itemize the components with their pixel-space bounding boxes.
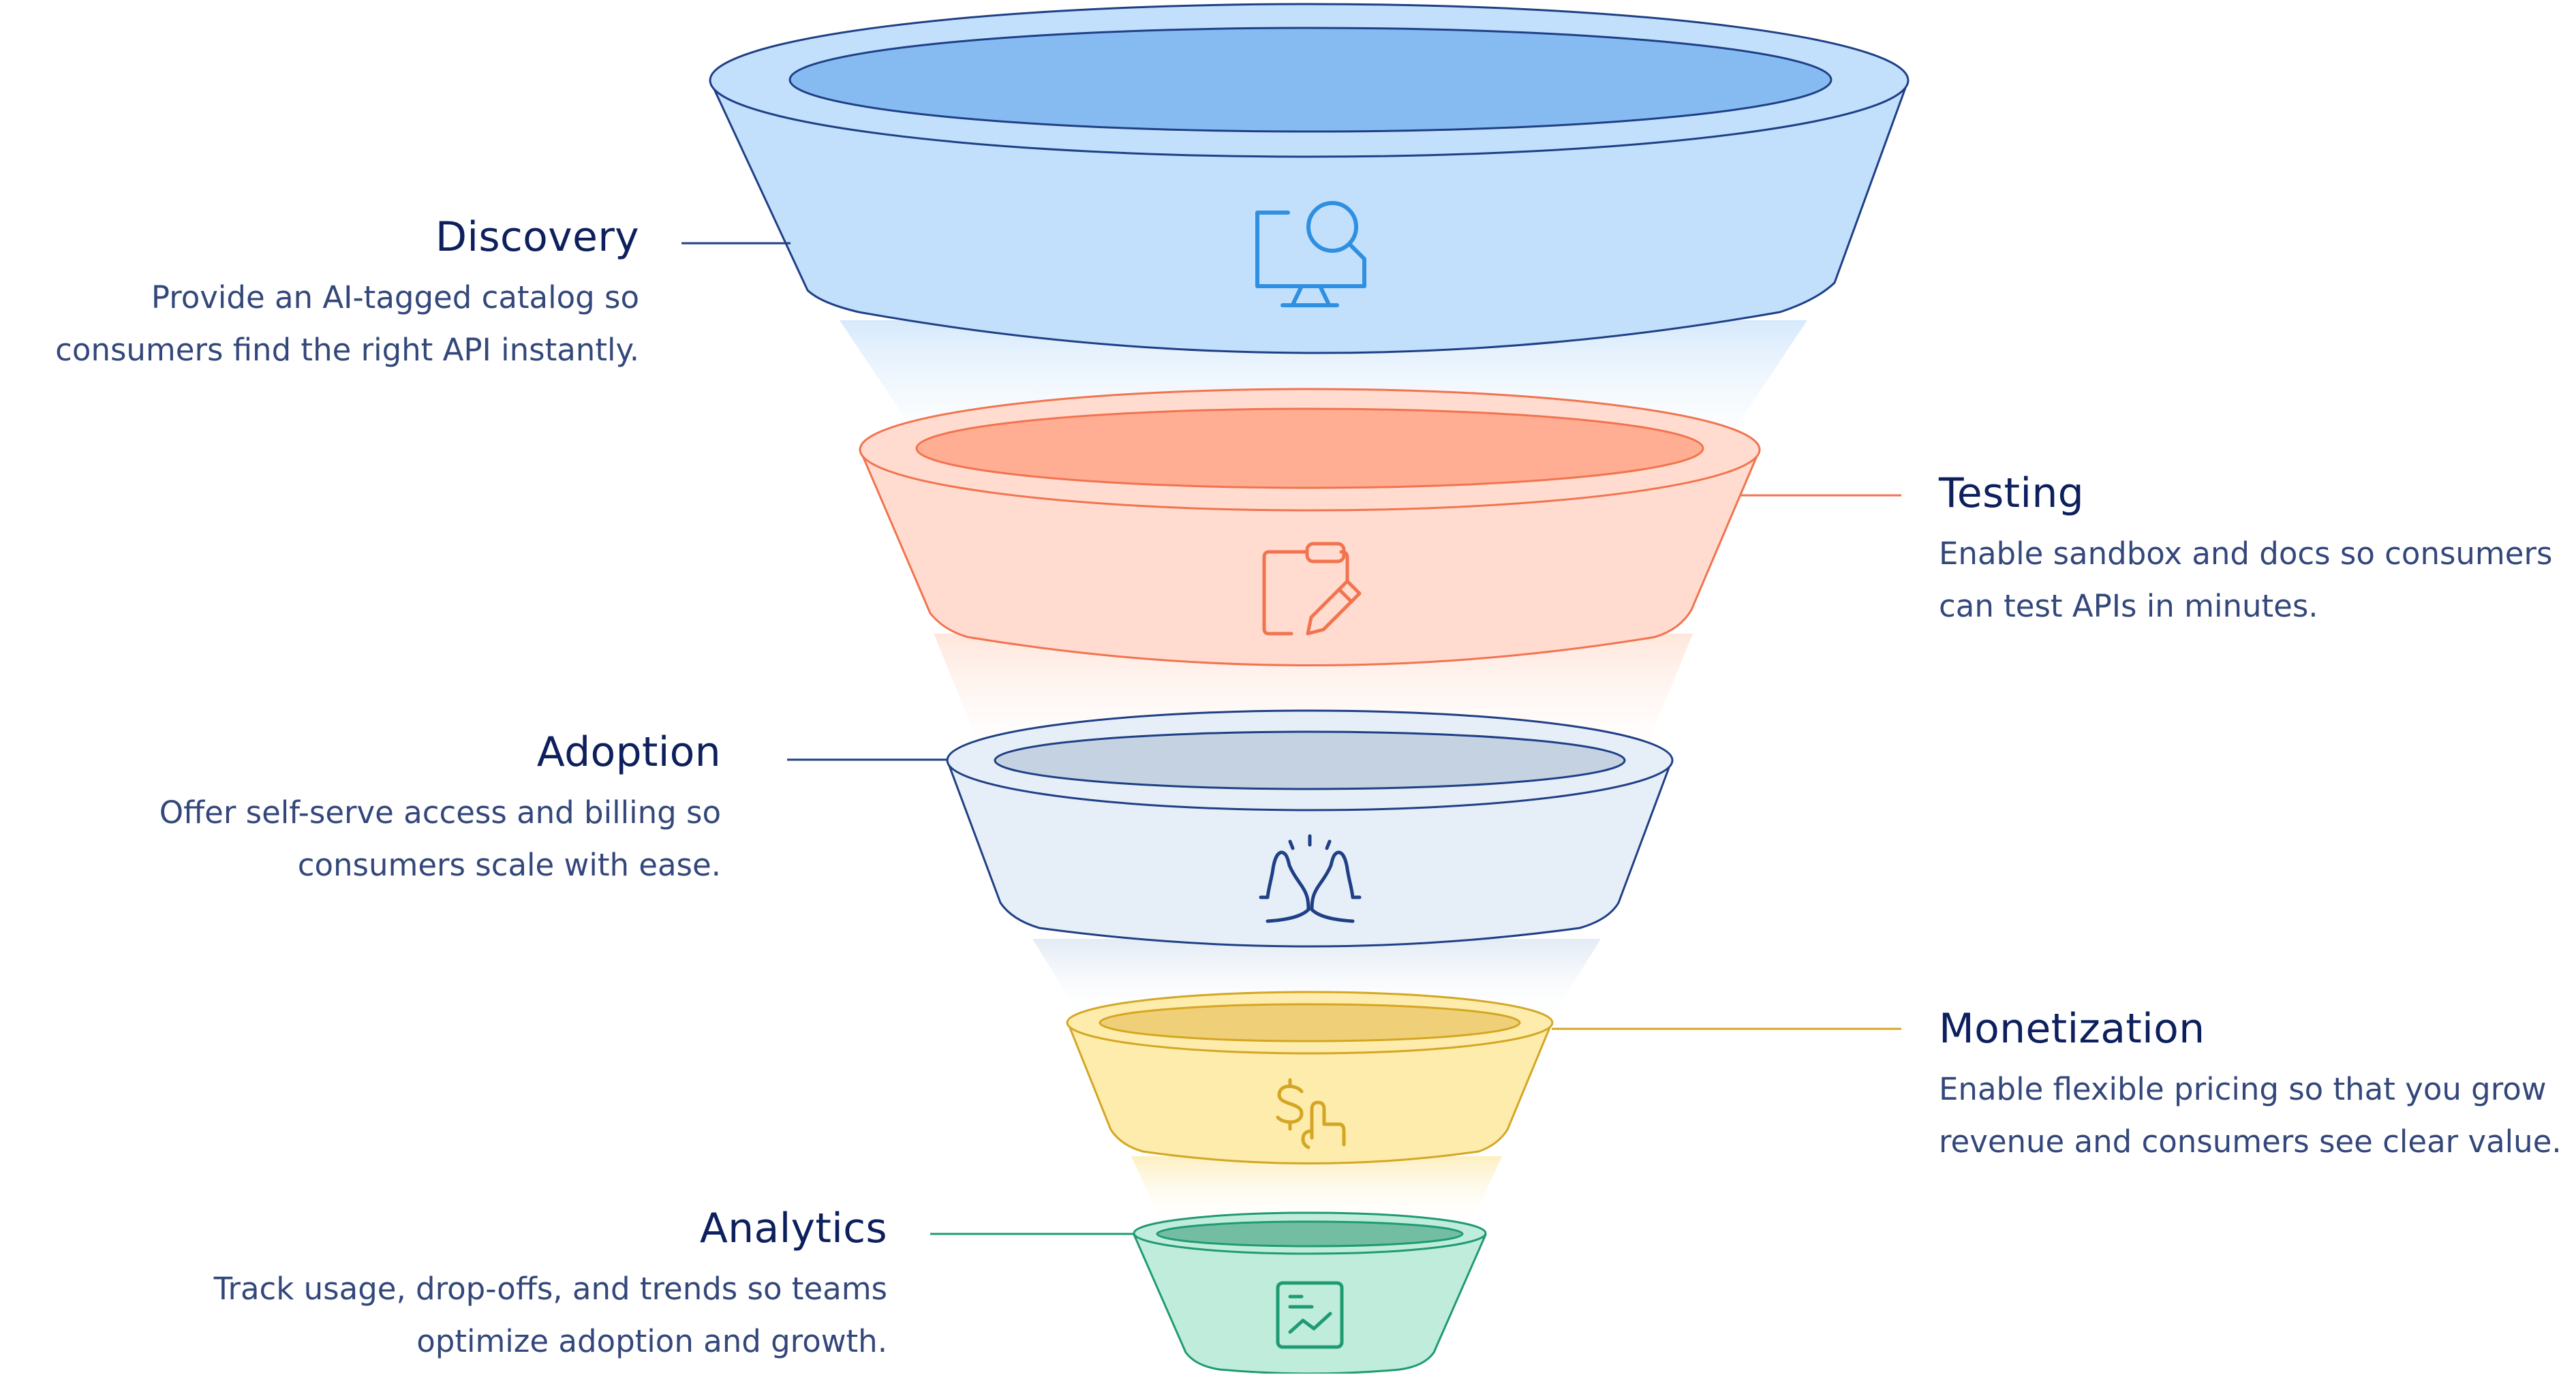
bowl-monetization-body: [1067, 1021, 1553, 1164]
bowl-analytics: [1133, 1211, 1487, 1375]
bowl-adoption: [946, 709, 1674, 948]
dollar-tap-icon: [1276, 1078, 1346, 1149]
stage-description-adoption: Offer self-serve access and billing so c…: [159, 794, 721, 883]
bowl-testing: [859, 388, 1761, 666]
monitor-search-icon: [1255, 201, 1366, 307]
bowl-analytics-body: [1133, 1233, 1487, 1375]
bowl-monetization: [1066, 991, 1554, 1164]
stage-label-testing: Testing Enable sandbox and docs so consu…: [1939, 469, 2576, 632]
report-chart-icon: [1276, 1281, 1344, 1349]
bowl-adoption-inner: [994, 730, 1626, 790]
bowl-monetization-inner: [1099, 1003, 1521, 1042]
stage-title-testing: Testing: [1939, 469, 2085, 517]
bowl-testing-inner: [915, 407, 1704, 489]
bowl-discovery-inner: [788, 27, 1833, 133]
stage-title-monetization: Monetization: [1939, 1005, 2205, 1053]
bowl-adoption-body: [946, 759, 1673, 948]
stage-label-monetization: Monetization Enable flexible pricing so …: [1939, 1004, 2576, 1168]
stage-label-discovery: Discovery Provide an AI-tagged catalog s…: [14, 213, 639, 376]
stage-description-monetization: Enable flexible pricing so that you grow…: [1939, 1071, 2562, 1160]
bowl-analytics-inner: [1156, 1220, 1464, 1248]
high-five-icon: [1259, 834, 1362, 923]
bowl-discovery: [709, 3, 1910, 354]
clipboard-edit-icon: [1262, 542, 1362, 636]
stage-description-analytics: Track usage, drop-offs, and trends so te…: [213, 1271, 887, 1359]
stage-label-analytics: Analytics Track usage, drop-offs, and tr…: [136, 1204, 887, 1367]
connector-monetization-analytics: [1131, 1156, 1502, 1222]
bowl-testing-body: [859, 448, 1761, 666]
stage-description-discovery: Provide an AI-tagged catalog so consumer…: [55, 279, 639, 368]
stage-label-adoption: Adoption Offer self-serve access and bil…: [68, 728, 721, 891]
stage-description-testing: Enable sandbox and docs so consumers can…: [1939, 536, 2553, 624]
stage-title-analytics: Analytics: [699, 1205, 887, 1252]
stage-title-discovery: Discovery: [435, 213, 639, 261]
stage-title-adoption: Adoption: [536, 728, 721, 776]
